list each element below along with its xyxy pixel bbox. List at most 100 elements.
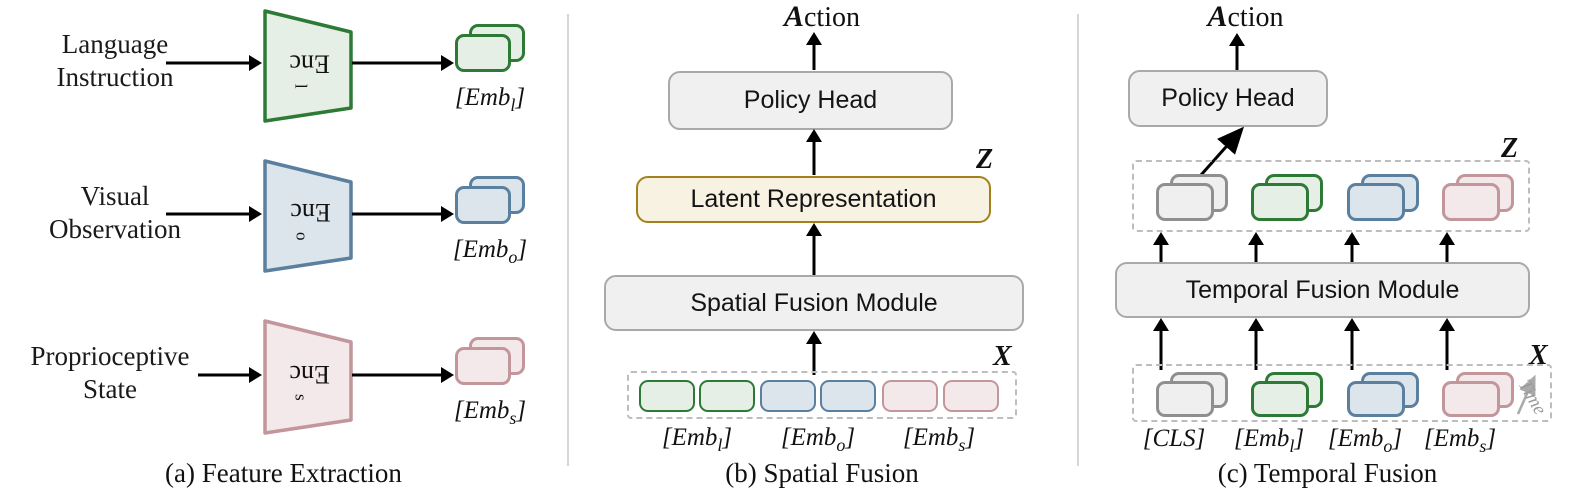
label-sub: l xyxy=(717,435,723,455)
encoder-visual[interactable]: Enco xyxy=(262,158,354,274)
label-sub: s xyxy=(958,435,966,455)
spatial-fusion-module-box[interactable]: Spatial Fusion Module xyxy=(604,275,1024,331)
token-card-front xyxy=(1442,183,1500,221)
input-group-label-emb-o-b: [Embo] xyxy=(758,424,878,456)
emb-label-visual-tail: ] xyxy=(517,236,528,263)
policy-head-label-b: Policy Head xyxy=(743,86,878,114)
label-head: [Emb xyxy=(661,424,718,451)
arrow-fusion-to-latent-1 xyxy=(1153,232,1169,270)
latent-token-cls[interactable] xyxy=(1156,174,1234,224)
encoder-language[interactable]: Encl xyxy=(262,8,354,124)
label-sub: s xyxy=(1479,436,1487,456)
input-token-group-b xyxy=(627,371,1017,419)
arrow-fusion-to-latent-2 xyxy=(1248,232,1264,270)
panel-divider-ab xyxy=(567,14,569,466)
label-tail: ] xyxy=(1392,425,1403,452)
input-token-cls[interactable] xyxy=(1156,372,1234,420)
label-head: [Emb xyxy=(1327,425,1384,452)
panel-temporal-fusion: Action Policy Head Z xyxy=(1077,0,1578,497)
input-label-visual-line2: Observation xyxy=(49,214,181,244)
input-group-label-emb-l-b: [Embl] xyxy=(637,424,757,456)
emb-label-visual-sub: o xyxy=(508,247,518,267)
input-label-proprioceptive-line1: Proprioceptive xyxy=(30,341,190,371)
label-head: [Emb xyxy=(780,424,837,451)
arrow-visual-to-encoder xyxy=(166,206,262,222)
input-token-label-cls: [CLS] xyxy=(1114,425,1234,457)
latent-token-emb-l[interactable] xyxy=(1251,174,1329,224)
token-card-front xyxy=(1347,183,1405,221)
arrow-latent-to-policyhead-b xyxy=(806,129,822,175)
label-head: [Emb xyxy=(1423,425,1480,452)
input-token-emb-s[interactable] xyxy=(1442,372,1520,420)
emb-label-language-head: [Emb xyxy=(454,84,511,111)
arrow-fusion-to-latent-4 xyxy=(1439,232,1455,270)
input-token-label-emb-o: [Embo] xyxy=(1305,425,1425,457)
token-card-front xyxy=(1442,381,1500,417)
emb-label-state-tail: ] xyxy=(516,397,527,424)
action-initial: A xyxy=(783,0,804,33)
emb-label-language-tail: ] xyxy=(515,84,526,111)
emb-label-state-sub: s xyxy=(509,408,517,428)
input-chip-emb-o-2[interactable] xyxy=(820,380,876,412)
panel-feature-extraction: Language Instruction Encl [Embl] Visual xyxy=(0,0,567,497)
policy-head-box-b[interactable]: Policy Head xyxy=(668,71,953,130)
input-token-emb-l[interactable] xyxy=(1251,372,1329,420)
emb-label-language: [Embl] xyxy=(430,84,550,116)
panel-spatial-fusion: Action Policy Head Z Latent Representati… xyxy=(567,0,1077,497)
token-card-front xyxy=(1156,381,1214,417)
latent-var-label-b: Z xyxy=(976,144,994,175)
input-var-label-b: X xyxy=(993,341,1012,372)
caption-panel-c: (c) Temporal Fusion xyxy=(1217,458,1438,488)
emb-stack-visual[interactable] xyxy=(455,176,527,230)
arrow-input-to-fusion-b xyxy=(806,331,822,375)
label-sub: o xyxy=(1383,436,1393,456)
panel-divider-bc xyxy=(1077,14,1079,466)
token-card-front xyxy=(1251,183,1309,221)
arrow-encoder-to-emb-language xyxy=(352,55,454,71)
input-label-language-line2: Instruction xyxy=(56,62,174,92)
encoder-state[interactable]: Encs xyxy=(262,318,354,436)
arrow-input-to-fusion-4 xyxy=(1439,318,1455,370)
spatial-fusion-module-label: Spatial Fusion Module xyxy=(690,288,938,317)
temporal-fusion-module-label: Temporal Fusion Module xyxy=(1185,275,1460,304)
arrow-policyhead-to-action-c xyxy=(1229,33,1245,70)
label-tail: ] xyxy=(1294,425,1305,452)
latent-token-emb-s[interactable] xyxy=(1442,174,1520,224)
input-token-group-c: Time xyxy=(1132,364,1552,422)
input-chip-emb-l-2[interactable] xyxy=(699,380,755,412)
input-label-language: Language Instruction xyxy=(10,28,220,94)
caption-panel-b: (b) Spatial Fusion xyxy=(725,458,919,488)
input-chip-emb-s-1[interactable] xyxy=(882,380,938,412)
input-chip-emb-o-1[interactable] xyxy=(760,380,816,412)
input-label-proprioceptive-line2: State xyxy=(83,374,137,404)
label-tail: ] xyxy=(1486,425,1497,452)
action-label-c: Action xyxy=(1153,0,1338,34)
policy-head-label-c: Policy Head xyxy=(1161,84,1295,112)
action-initial: A xyxy=(1207,0,1228,33)
temporal-fusion-module-box[interactable]: Temporal Fusion Module xyxy=(1115,262,1530,318)
policy-head-box-c[interactable]: Policy Head xyxy=(1128,70,1328,127)
emb-label-visual-head: [Emb xyxy=(452,236,509,263)
emb-card-front xyxy=(455,347,511,385)
label-head: [Emb xyxy=(902,424,959,451)
emb-stack-language[interactable] xyxy=(455,24,527,78)
input-label-visual-line1: Visual xyxy=(80,181,150,211)
latent-representation-box[interactable]: Latent Representation xyxy=(636,176,991,223)
label-tail: ] xyxy=(722,424,733,451)
latent-token-emb-o[interactable] xyxy=(1347,174,1425,224)
latent-representation-label: Latent Representation xyxy=(690,185,937,213)
time-arrow-icon xyxy=(1516,374,1536,415)
label-tail: ] xyxy=(965,424,976,451)
input-token-label-emb-s: [Embs] xyxy=(1400,425,1520,457)
latent-var-label-c: Z xyxy=(1501,133,1519,164)
input-label-language-line1: Language xyxy=(61,29,169,59)
input-token-emb-o[interactable] xyxy=(1347,372,1425,420)
arrow-fusion-to-latent-b xyxy=(806,223,822,275)
label-tail: ] xyxy=(845,424,856,451)
emb-label-visual: [Embo] xyxy=(430,236,550,268)
input-chip-emb-l-1[interactable] xyxy=(639,380,695,412)
input-chip-emb-s-2[interactable] xyxy=(943,380,999,412)
label-sub: o xyxy=(836,435,846,455)
emb-stack-state[interactable] xyxy=(455,337,527,391)
arrow-input-to-fusion-2 xyxy=(1248,318,1264,370)
